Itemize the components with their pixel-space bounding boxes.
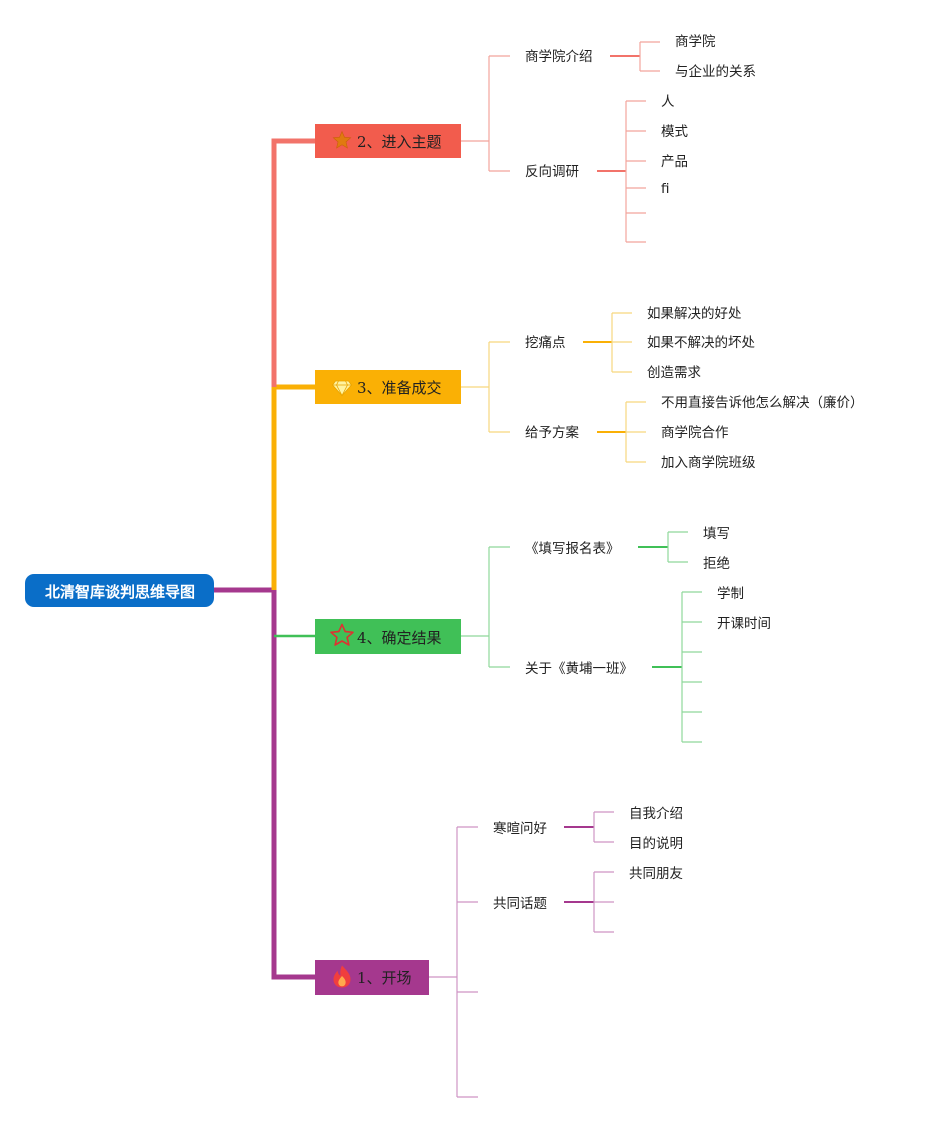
star-outline-icon bbox=[330, 623, 354, 646]
branch-prepare-deal-connectors bbox=[461, 312, 646, 463]
star-icon bbox=[332, 130, 352, 149]
branch-confirm-result: 4、确定结果 《填写报名表》 关于《黄埔一班》 填写 拒绝 学制 开课时间 bbox=[315, 526, 771, 743]
branch-confirm-result-box bbox=[315, 619, 461, 654]
sub-topic-business-school-intro[interactable]: 商学院介绍 bbox=[525, 49, 593, 65]
branch-confirm-result-node[interactable]: 4、确定结果 bbox=[315, 619, 461, 654]
sub-topic-common-topic[interactable]: 共同话题 bbox=[493, 896, 547, 912]
leaf-dont-tell-directly[interactable]: 不用直接告诉他怎么解决（廉价） bbox=[661, 394, 864, 411]
branch-enter-topic: 2、进入主题 商学院介绍 反向调研 商学院 与企业的关系 人 模式 产品 fi bbox=[315, 34, 756, 243]
branch-prepare-deal-node[interactable]: 3、准备成交 bbox=[315, 370, 461, 404]
leaf-relation-with-enterprise[interactable]: 与企业的关系 bbox=[675, 63, 756, 80]
leaf-fi[interactable]: fi bbox=[661, 181, 670, 197]
flame-icon bbox=[333, 965, 351, 988]
leaf-refuse[interactable]: 拒绝 bbox=[703, 556, 730, 572]
sub-topic-give-solution[interactable]: 给予方案 bbox=[525, 424, 579, 441]
leaf-business-school[interactable]: 商学院 bbox=[675, 34, 716, 50]
leaf-create-demand[interactable]: 创造需求 bbox=[647, 365, 701, 381]
leaf-school-system[interactable]: 学制 bbox=[717, 586, 744, 602]
leaf-benefit-if-solved[interactable]: 如果解决的好处 bbox=[647, 306, 742, 322]
leaf-product[interactable]: 产品 bbox=[661, 154, 688, 170]
sub-topic-reverse-research[interactable]: 反向调研 bbox=[525, 164, 579, 180]
leaf-harm-if-not-solved[interactable]: 如果不解决的坏处 bbox=[647, 335, 755, 351]
sub-topic-pain-point[interactable]: 挖痛点 bbox=[525, 334, 566, 351]
diamond-icon bbox=[331, 380, 353, 397]
branch-confirm-result-label: 4、确定结果 bbox=[357, 629, 442, 647]
branch-opening-node[interactable]: 1、开场 bbox=[315, 960, 429, 995]
root-node-box bbox=[25, 574, 214, 607]
branch-enter-topic-label: 2、进入主题 bbox=[357, 133, 442, 151]
leaf-class-time[interactable]: 开课时间 bbox=[717, 616, 771, 632]
sub-topic-greeting[interactable]: 寒暄问好 bbox=[493, 820, 547, 837]
leaf-school-cooperation[interactable]: 商学院合作 bbox=[661, 425, 729, 441]
root-node[interactable]: 北清智库谈判思维导图 bbox=[25, 574, 214, 607]
branch-opening-label: 1、开场 bbox=[357, 969, 412, 987]
leaf-fill-in[interactable]: 填写 bbox=[703, 526, 730, 542]
branch-confirm-result-connectors bbox=[461, 531, 702, 743]
leaf-people[interactable]: 人 bbox=[661, 94, 675, 110]
branch-opening-connectors bbox=[429, 811, 614, 1098]
branch-prepare-deal: 3、准备成交 挖痛点 给予方案 如果解决的好处 如果不解决的坏处 创造需求 不用… bbox=[315, 306, 864, 471]
branch-opening: 1、开场 寒暄问好 共同话题 自我介绍 目的说明 共同朋友 bbox=[315, 806, 683, 1098]
leaf-purpose[interactable]: 目的说明 bbox=[629, 836, 683, 852]
branch-enter-topic-node[interactable]: 2、进入主题 bbox=[315, 124, 461, 158]
leaf-join-class[interactable]: 加入商学院班级 bbox=[661, 455, 756, 471]
branch-enter-topic-connectors bbox=[461, 41, 660, 243]
leaf-self-intro[interactable]: 自我介绍 bbox=[629, 806, 683, 822]
leaf-common-friend[interactable]: 共同朋友 bbox=[629, 866, 683, 882]
root-label: 北清智库谈判思维导图 bbox=[45, 583, 195, 601]
sub-topic-fill-form[interactable]: 《填写报名表》 bbox=[525, 541, 620, 557]
trunk-lines bbox=[214, 138, 316, 980]
sub-topic-huangpu-class[interactable]: 关于《黄埔一班》 bbox=[525, 661, 633, 677]
leaf-model[interactable]: 模式 bbox=[661, 124, 689, 140]
branch-prepare-deal-label: 3、准备成交 bbox=[357, 379, 442, 397]
